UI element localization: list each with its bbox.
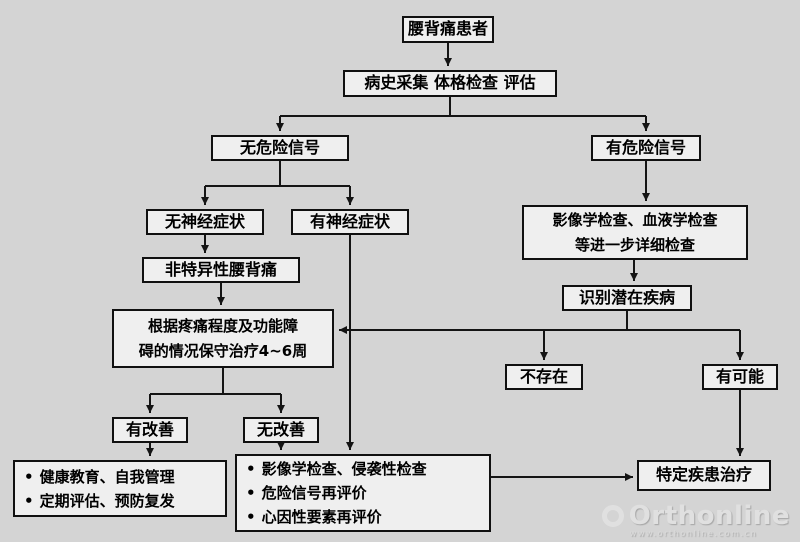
bullet-icon: • [246,484,256,502]
reevaluation-item-1: 影像学检查、侵袭性检查 [261,460,427,478]
node-no-red-flags: 无危险信号 [211,135,349,161]
node-red-flags: 有危险信号 [591,135,701,161]
list-item: • 影像学检查、侵袭性检查 [246,457,427,481]
bullet-icon: • [24,467,34,486]
reevaluation-item-3: 心因性要素再评价 [261,508,382,526]
imaging-line-1: 影像学检查、血液学检查 [552,210,718,229]
education-item-1: 健康教育、自我管理 [39,467,175,486]
node-conservative-treatment: 根据疼痛程度及功能障 碍的情况保守治疗4~6周 [112,309,334,368]
reevaluation-item-2: 危险信号再评价 [261,484,367,502]
bullet-icon: • [24,491,34,510]
node-nonspecific-lbp: 非特异性腰背痛 [142,257,300,283]
list-item: • 危险信号再评价 [246,481,367,505]
node-not-improved: 无改善 [243,417,319,443]
node-patient: 腰背痛患者 [402,16,494,43]
node-identify-underlying-disease: 识别潜在疾病 [562,285,692,311]
node-imaging-blood-tests: 影像学检查、血液学检查 等进一步详细检查 [522,205,748,260]
node-specific-disease-treatment: 特定疾患治疗 [637,460,771,491]
education-item-2: 定期评估、预防复发 [39,491,175,510]
node-history-exam: 病史采集 体格检查 评估 [343,70,557,97]
bullet-icon: • [246,508,256,526]
node-education-management: • 健康教育、自我管理 • 定期评估、预防复发 [13,460,227,517]
node-no-neuro-symptoms: 无神经症状 [146,209,264,235]
conservative-line-2: 碍的情况保守治疗4~6周 [138,341,308,360]
node-not-present: 不存在 [505,364,583,390]
list-item: • 健康教育、自我管理 [24,465,175,489]
node-improved: 有改善 [112,417,188,443]
conservative-line-1: 根据疼痛程度及功能障 [147,316,298,335]
watermark-url: www.orthonline.com.cn [629,529,758,538]
bullet-icon: • [246,460,256,478]
node-neuro-symptoms: 有神经症状 [291,209,409,235]
watermark-brand: Orthonline [628,501,790,531]
watermark: Orthonline www.orthonline.com.cn [601,501,790,538]
node-reevaluation: • 影像学检查、侵袭性检查 • 危险信号再评价 • 心因性要素再评价 [235,454,491,532]
imaging-line-2: 等进一步详细检查 [574,235,695,254]
orthonline-logo-icon [601,505,624,527]
list-item: • 定期评估、预防复发 [24,489,175,513]
list-item: • 心因性要素再评价 [246,505,382,529]
node-possible: 有可能 [702,364,778,390]
